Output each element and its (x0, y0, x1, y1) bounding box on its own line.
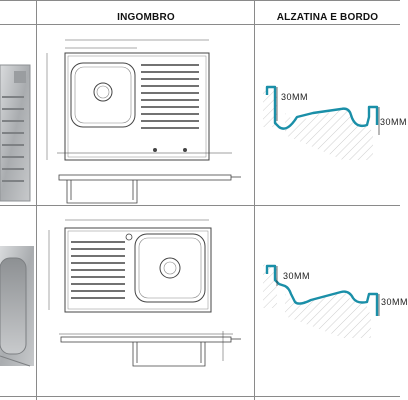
header-alzatina-bordo: ALZATINA E BORDO (276, 12, 379, 23)
bordo-label-row1: 30MM (380, 117, 408, 127)
ingombro-drawing-row1 (46, 39, 241, 204)
ingombro-drawing-row2 (48, 219, 241, 367)
alzatina-profile-row1 (263, 85, 380, 160)
header-ingombro: INGOMBRO (117, 12, 175, 23)
sink-photo-row2 (0, 246, 34, 367)
alzatina-label-row1: 30MM (281, 92, 309, 102)
alzatina-profile-row2 (263, 264, 380, 338)
sink-photo-row1 (0, 64, 31, 202)
bordo-label-row2: 30MM (381, 297, 408, 307)
alzatina-label-row2: 30MM (283, 271, 311, 281)
